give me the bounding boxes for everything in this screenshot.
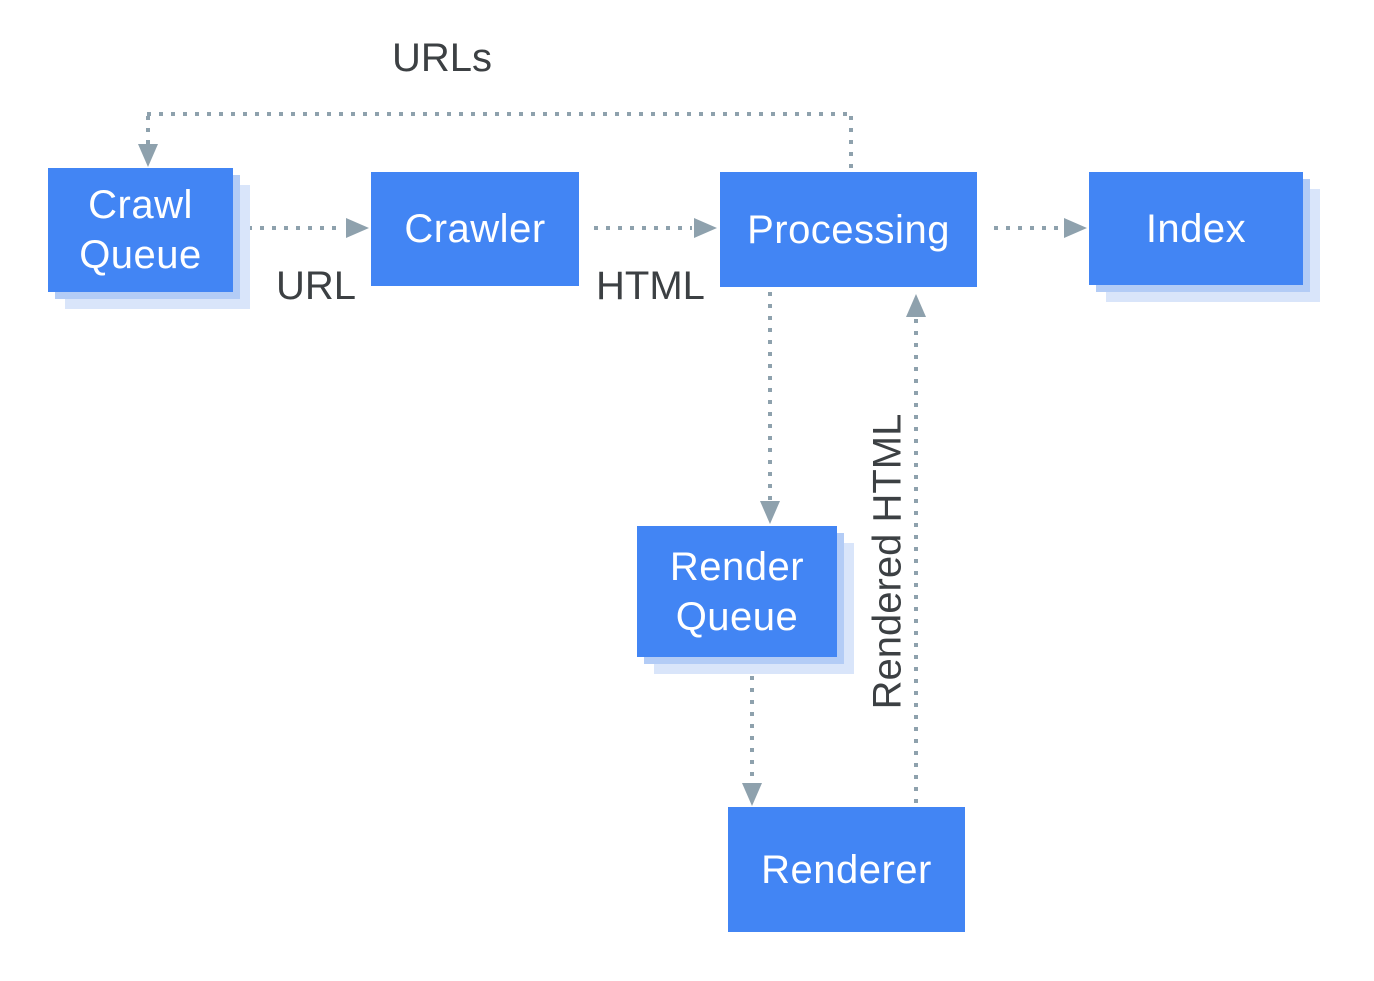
edge-processing-to-render-queue-arrowhead-icon [760,501,780,524]
node-renderer: Renderer [728,807,965,932]
node-crawler: Crawler [371,172,579,286]
edge-renderer-to-processing-line [914,319,918,805]
edge-label-url: URL [276,264,357,308]
edge-render-queue-to-renderer-arrowhead-icon [742,783,762,806]
edge-processing-to-crawl-queue-top-segment [147,112,853,116]
edge-render-queue-to-renderer-line [750,676,754,782]
node-processing: Processing [720,172,977,287]
node-renderer-label: Renderer [761,847,932,892]
edge-crawl-queue-to-crawler-arrowhead-icon [346,218,369,238]
node-index-label: Index [1145,206,1247,251]
edge-renderer-to-processing-arrowhead-icon [906,294,926,317]
edge-crawler-to-processing-line [594,226,692,230]
edge-processing-to-index-arrowhead-icon [1064,218,1087,238]
node-render-queue: Render Queue [637,526,837,657]
edge-label-urls: URLs [392,36,493,80]
node-render-queue-label: Render Queue [669,544,805,639]
node-index: Index [1089,172,1303,285]
node-crawler-label: Crawler [404,207,546,251]
edge-crawler-to-processing-arrowhead-icon [694,218,717,238]
edge-processing-to-crawl-queue-right-segment [849,116,853,170]
node-processing-label: Processing [747,207,950,252]
edge-processing-to-crawl-queue-left-segment [146,116,150,146]
edge-crawl-queue-to-crawler-line [248,226,344,230]
edge-label-html: HTML [596,264,705,308]
node-crawl-queue-label: Crawl Queue [79,183,202,277]
edge-processing-to-crawl-queue-arrowhead-icon [138,144,158,167]
edge-processing-to-index-line [994,226,1062,230]
edge-processing-to-render-queue-line [768,292,772,500]
node-crawl-queue: Crawl Queue [48,168,233,292]
edge-label-rendered-html: Rendered HTML [865,413,910,710]
